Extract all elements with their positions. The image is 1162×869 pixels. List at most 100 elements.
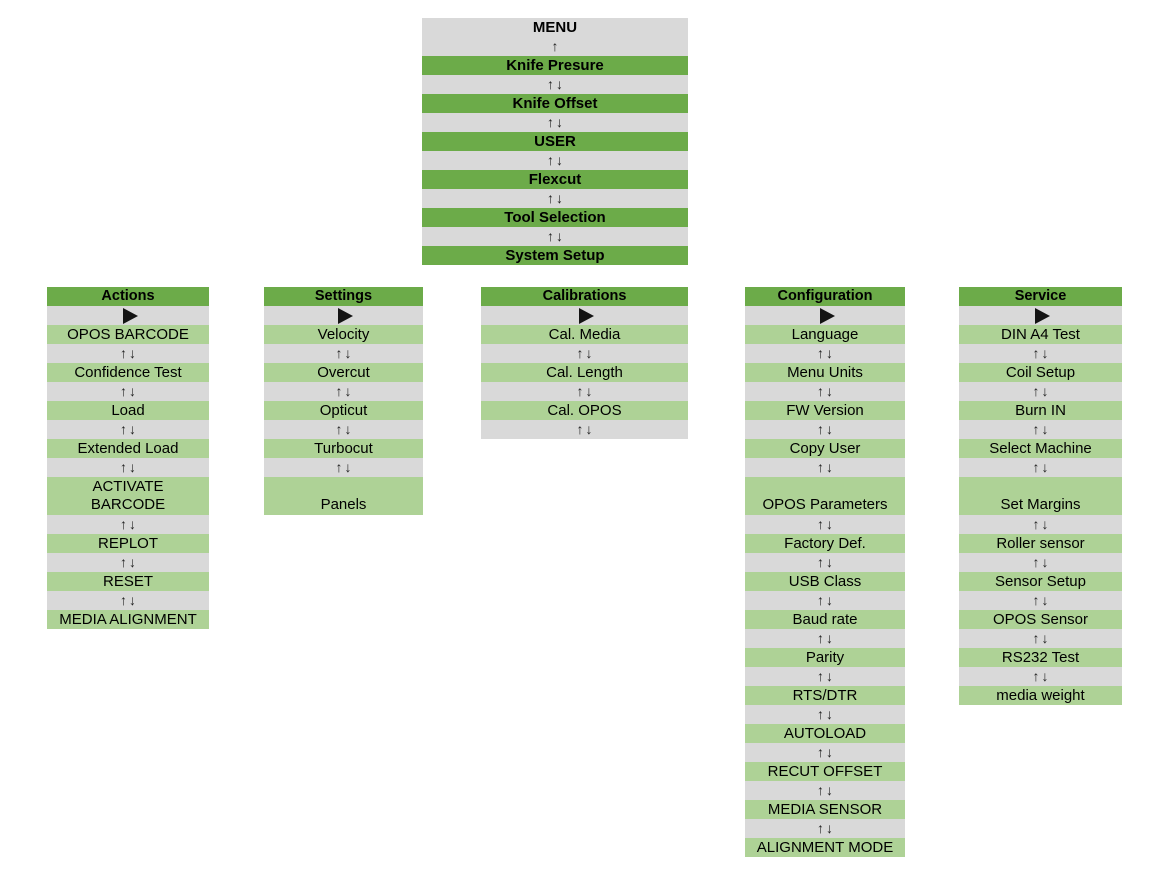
branch-arrow-row — [481, 306, 688, 325]
up-down-arrow-icon: ↑↓ — [959, 420, 1122, 439]
up-down-arrow-icon: ↑↓ — [47, 591, 209, 610]
up-down-arrow-icon: ↑↓ — [47, 420, 209, 439]
menu-item: Roller sensor — [959, 534, 1122, 553]
up-down-arrow-icon: ↑↓ — [422, 151, 688, 170]
menu-item-line: ACTIVATE — [92, 478, 164, 495]
menu-item: Knife Presure — [422, 56, 688, 75]
up-down-arrow-icon: ↑↓ — [422, 113, 688, 132]
column-header: Configuration — [745, 287, 905, 306]
menu-item: Sensor Setup — [959, 572, 1122, 591]
menu-item: MEDIA SENSOR — [745, 800, 905, 819]
up-down-arrow-icon: ↑↓ — [481, 420, 688, 439]
menu-item: Menu Units — [745, 363, 905, 382]
up-down-arrow-icon: ↑↓ — [745, 591, 905, 610]
menu-item: Language — [745, 325, 905, 344]
menu-item: Copy User — [745, 439, 905, 458]
up-down-arrow-icon: ↑↓ — [422, 189, 688, 208]
up-down-arrow-icon: ↑↓ — [959, 458, 1122, 477]
menu-item: Coil Setup — [959, 363, 1122, 382]
up-down-arrow-icon: ↑↓ — [422, 75, 688, 94]
menu-item: Select Machine — [959, 439, 1122, 458]
right-triangle-icon — [579, 307, 594, 324]
menu-item: RESET — [47, 572, 209, 591]
menu-item: MEDIA ALIGNMENT — [47, 610, 209, 629]
menu-title: MENU — [422, 18, 688, 37]
menu-item: Turbocut — [264, 439, 423, 458]
column-header: Actions — [47, 287, 209, 306]
up-down-arrow-icon: ↑↓ — [47, 515, 209, 534]
up-down-arrow-icon: ↑↓ — [745, 705, 905, 724]
up-down-arrow-icon: ↑↓ — [481, 382, 688, 401]
up-down-arrow-icon: ↑↓ — [422, 227, 688, 246]
menu-item: Cal. Media — [481, 325, 688, 344]
menu-item: Factory Def. — [745, 534, 905, 553]
menu-item: Tool Selection — [422, 208, 688, 227]
up-down-arrow-icon: ↑↓ — [47, 553, 209, 572]
main-menu-column: MENU↑Knife Presure↑↓Knife Offset↑↓USER↑↓… — [422, 18, 688, 265]
up-down-arrow-icon: ↑↓ — [745, 420, 905, 439]
menu-item: Set Margins — [959, 477, 1122, 515]
up-down-arrow-icon: ↑↓ — [959, 344, 1122, 363]
column-header: Settings — [264, 287, 423, 306]
menu-item: Knife Offset — [422, 94, 688, 113]
right-triangle-icon — [338, 307, 353, 324]
menu-item: REPLOT — [47, 534, 209, 553]
up-down-arrow-icon: ↑↓ — [47, 344, 209, 363]
up-down-arrow-icon: ↑↓ — [745, 667, 905, 686]
right-triangle-icon — [1035, 307, 1050, 324]
up-down-arrow-icon: ↑↓ — [264, 420, 423, 439]
menu-item: DIN A4 Test — [959, 325, 1122, 344]
column-header: Calibrations — [481, 287, 688, 306]
branch-arrow-row — [47, 306, 209, 325]
menu-item: media weight — [959, 686, 1122, 705]
up-down-arrow-icon: ↑↓ — [745, 553, 905, 572]
menu-item: Parity — [745, 648, 905, 667]
branch-arrow-row — [264, 306, 423, 325]
menu-item: OPOS Parameters — [745, 477, 905, 515]
menu-item: USER — [422, 132, 688, 151]
menu-item: AUTOLOAD — [745, 724, 905, 743]
up-down-arrow-icon: ↑↓ — [959, 629, 1122, 648]
up-down-arrow-icon: ↑↓ — [745, 743, 905, 762]
menu-item: Burn IN — [959, 401, 1122, 420]
menu-item: OPOS Sensor — [959, 610, 1122, 629]
menu-item: FW Version — [745, 401, 905, 420]
up-down-arrow-icon: ↑↓ — [745, 629, 905, 648]
up-down-arrow-icon: ↑↓ — [745, 819, 905, 838]
menu-item: OPOS BARCODE — [47, 325, 209, 344]
up-arrow-icon: ↑ — [422, 37, 688, 56]
up-down-arrow-icon: ↑↓ — [959, 382, 1122, 401]
up-down-arrow-icon: ↑↓ — [47, 382, 209, 401]
up-down-arrow-icon: ↑↓ — [745, 515, 905, 534]
menu-item: Overcut — [264, 363, 423, 382]
right-triangle-icon — [819, 307, 835, 324]
up-down-arrow-icon: ↑↓ — [959, 553, 1122, 572]
menu-item: System Setup — [422, 246, 688, 265]
up-down-arrow-icon: ↑↓ — [745, 344, 905, 363]
branch-arrow-row — [745, 306, 905, 325]
up-down-arrow-icon: ↑↓ — [745, 781, 905, 800]
up-down-arrow-icon: ↑↓ — [745, 458, 905, 477]
menu-item-line: BARCODE — [90, 496, 166, 513]
menu-item: USB Class — [745, 572, 905, 591]
column-header: Service — [959, 287, 1122, 306]
menu-item: Opticut — [264, 401, 423, 420]
right-triangle-icon — [122, 307, 138, 324]
menu-item: Extended Load — [47, 439, 209, 458]
menu-item: Baud rate — [745, 610, 905, 629]
menu-item: Velocity — [264, 325, 423, 344]
menu-item: Panels — [264, 477, 423, 515]
up-down-arrow-icon: ↑↓ — [481, 344, 688, 363]
menu-item: RECUT OFFSET — [745, 762, 905, 781]
menu-item: Flexcut — [422, 170, 688, 189]
menu-item: Load — [47, 401, 209, 420]
menu-item: RS232 Test — [959, 648, 1122, 667]
up-down-arrow-icon: ↑↓ — [959, 515, 1122, 534]
menu-item: Confidence Test — [47, 363, 209, 382]
